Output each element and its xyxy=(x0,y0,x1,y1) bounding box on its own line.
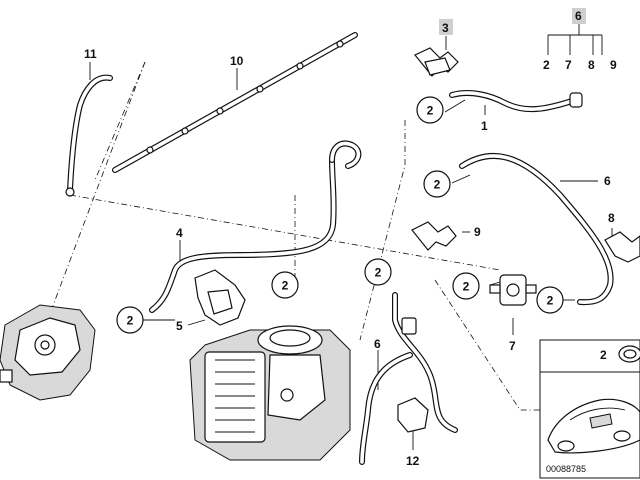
label-leaders xyxy=(89,22,613,450)
inset-ref-number: 00088785 xyxy=(546,464,586,474)
valve-7 xyxy=(489,274,537,306)
label-11: 11 xyxy=(84,47,97,61)
clamp-2-inset xyxy=(618,345,640,363)
inset-box: 2 00088785 xyxy=(539,339,640,479)
label-sub-7: 7 xyxy=(565,58,572,72)
label-7: 7 xyxy=(509,339,516,353)
callout-circle-1: 2 xyxy=(416,96,444,124)
svg-text:2: 2 xyxy=(127,314,134,328)
car-silhouette xyxy=(547,398,640,454)
hose-6-right xyxy=(459,152,614,306)
hose-4 xyxy=(149,140,362,313)
hose-11 xyxy=(65,74,113,197)
svg-text:2: 2 xyxy=(434,178,441,192)
svg-text:2: 2 xyxy=(282,279,289,293)
label-6-right: 6 xyxy=(604,174,611,188)
clamp-3 xyxy=(414,47,459,77)
label-12: 12 xyxy=(406,454,420,468)
svg-text:2: 2 xyxy=(375,266,382,280)
label-sub-9: 9 xyxy=(610,58,617,72)
inset-label-2: 2 xyxy=(600,348,607,362)
hose-1 xyxy=(449,90,583,113)
clamp-9 xyxy=(411,221,457,251)
clamp-12 xyxy=(397,397,429,433)
fuel-filter-housing xyxy=(189,325,351,461)
hose-6-bottom xyxy=(359,292,458,465)
callout-circle-4: 2 xyxy=(271,271,299,299)
label-3: 3 xyxy=(442,21,449,35)
callout-circle-6: 2 xyxy=(452,272,480,300)
label-4: 4 xyxy=(176,226,183,240)
label-10: 10 xyxy=(230,54,244,68)
svg-text:2: 2 xyxy=(463,280,470,294)
label-5: 5 xyxy=(176,319,183,333)
label-1: 1 xyxy=(481,119,488,133)
svg-text:2: 2 xyxy=(427,104,434,118)
label-sub-8: 8 xyxy=(588,58,595,72)
label-sub-2: 2 xyxy=(543,58,550,72)
svg-text:2: 2 xyxy=(547,294,554,308)
label-6-bottom: 6 xyxy=(374,337,381,351)
label-9: 9 xyxy=(474,225,481,239)
callout-circle-2: 2 xyxy=(423,170,451,198)
callout-circle-7: 2 xyxy=(536,286,564,314)
pipe-10 xyxy=(112,32,358,173)
part-labels: 11 10 3 6 2 7 8 9 1 6 8 9 4 5 6 7 12 xyxy=(84,8,617,468)
label-6-top: 6 xyxy=(575,9,582,23)
callout-circle-3: 2 xyxy=(364,258,392,286)
label-8: 8 xyxy=(608,211,615,225)
clamp-8 xyxy=(604,231,640,263)
clamp-5 xyxy=(194,269,246,326)
high-pressure-pump xyxy=(0,304,96,401)
callout-circle-5: 2 xyxy=(116,306,144,334)
